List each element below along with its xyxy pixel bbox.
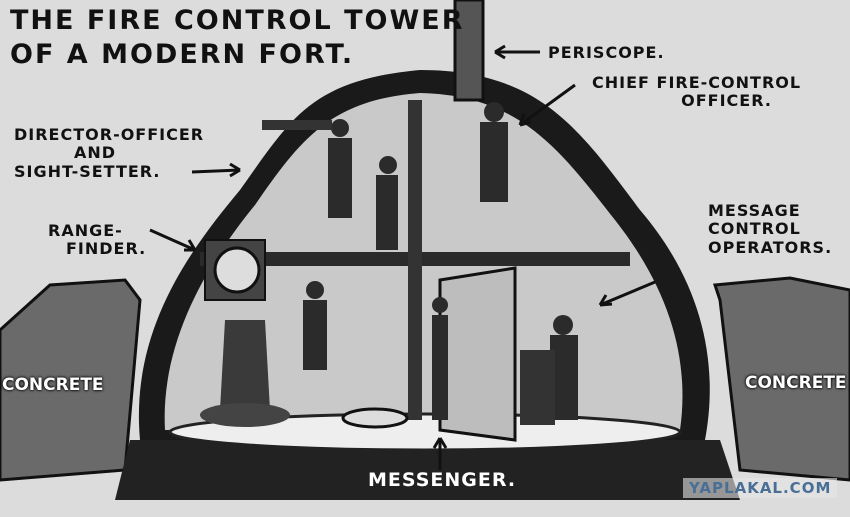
label-periscope: PERISCOPE. [548, 43, 665, 62]
label-chief-line-2: OFFICER. [681, 91, 772, 111]
label-messenger: MESSENGER. [368, 469, 517, 491]
label-message-line-3: OPERATORS. [708, 237, 833, 257]
periscope-tube [453, 0, 485, 102]
label-rangefinder: RANGE- FINDER. [48, 221, 147, 259]
watermark: YAPLAKAL.COM [683, 478, 838, 498]
title-line-2: OF A MODERN FORT. [10, 38, 355, 70]
label-range-line-2: FINDER. [66, 239, 147, 259]
label-director-line-2: AND [74, 143, 117, 163]
tower-base [115, 440, 740, 500]
door [438, 266, 517, 442]
label-concrete-left: CONCRETE [2, 375, 104, 395]
title-line-1: THE FIRE CONTROL TOWER [10, 5, 465, 36]
central-column [408, 100, 422, 420]
floor-hatch [341, 407, 409, 429]
label-director-line-1: DIRECTOR-OFFICER [14, 125, 205, 144]
pointer-arrows [149, 44, 656, 470]
label-concrete-right: CONCRETE [745, 373, 847, 393]
operator-desk [520, 350, 555, 425]
concrete-left [0, 278, 142, 482]
director-telescope [262, 120, 332, 130]
label-director-officer: DIRECTOR-OFFICER AND SIGHT-SETTER. [14, 125, 205, 181]
crew-figures [303, 102, 578, 420]
label-chief-officer: CHIEF FIRE-CONTROL OFFICER. [592, 73, 802, 111]
concrete-right [712, 276, 850, 482]
label-director-line-3: SIGHT-SETTER. [14, 161, 161, 181]
page-title: THE FIRE CONTROL TOWER OF A MODERN FORT. [10, 4, 465, 72]
label-message-operators: MESSAGE CONTROL OPERATORS. [708, 201, 833, 257]
pedestal [220, 320, 270, 410]
label-message-line-2: CONTROL [708, 219, 801, 239]
label-chief-line-1: CHIEF FIRE-CONTROL [592, 73, 802, 92]
label-range-line-1: RANGE- [48, 221, 123, 240]
label-message-line-1: MESSAGE [708, 201, 801, 220]
